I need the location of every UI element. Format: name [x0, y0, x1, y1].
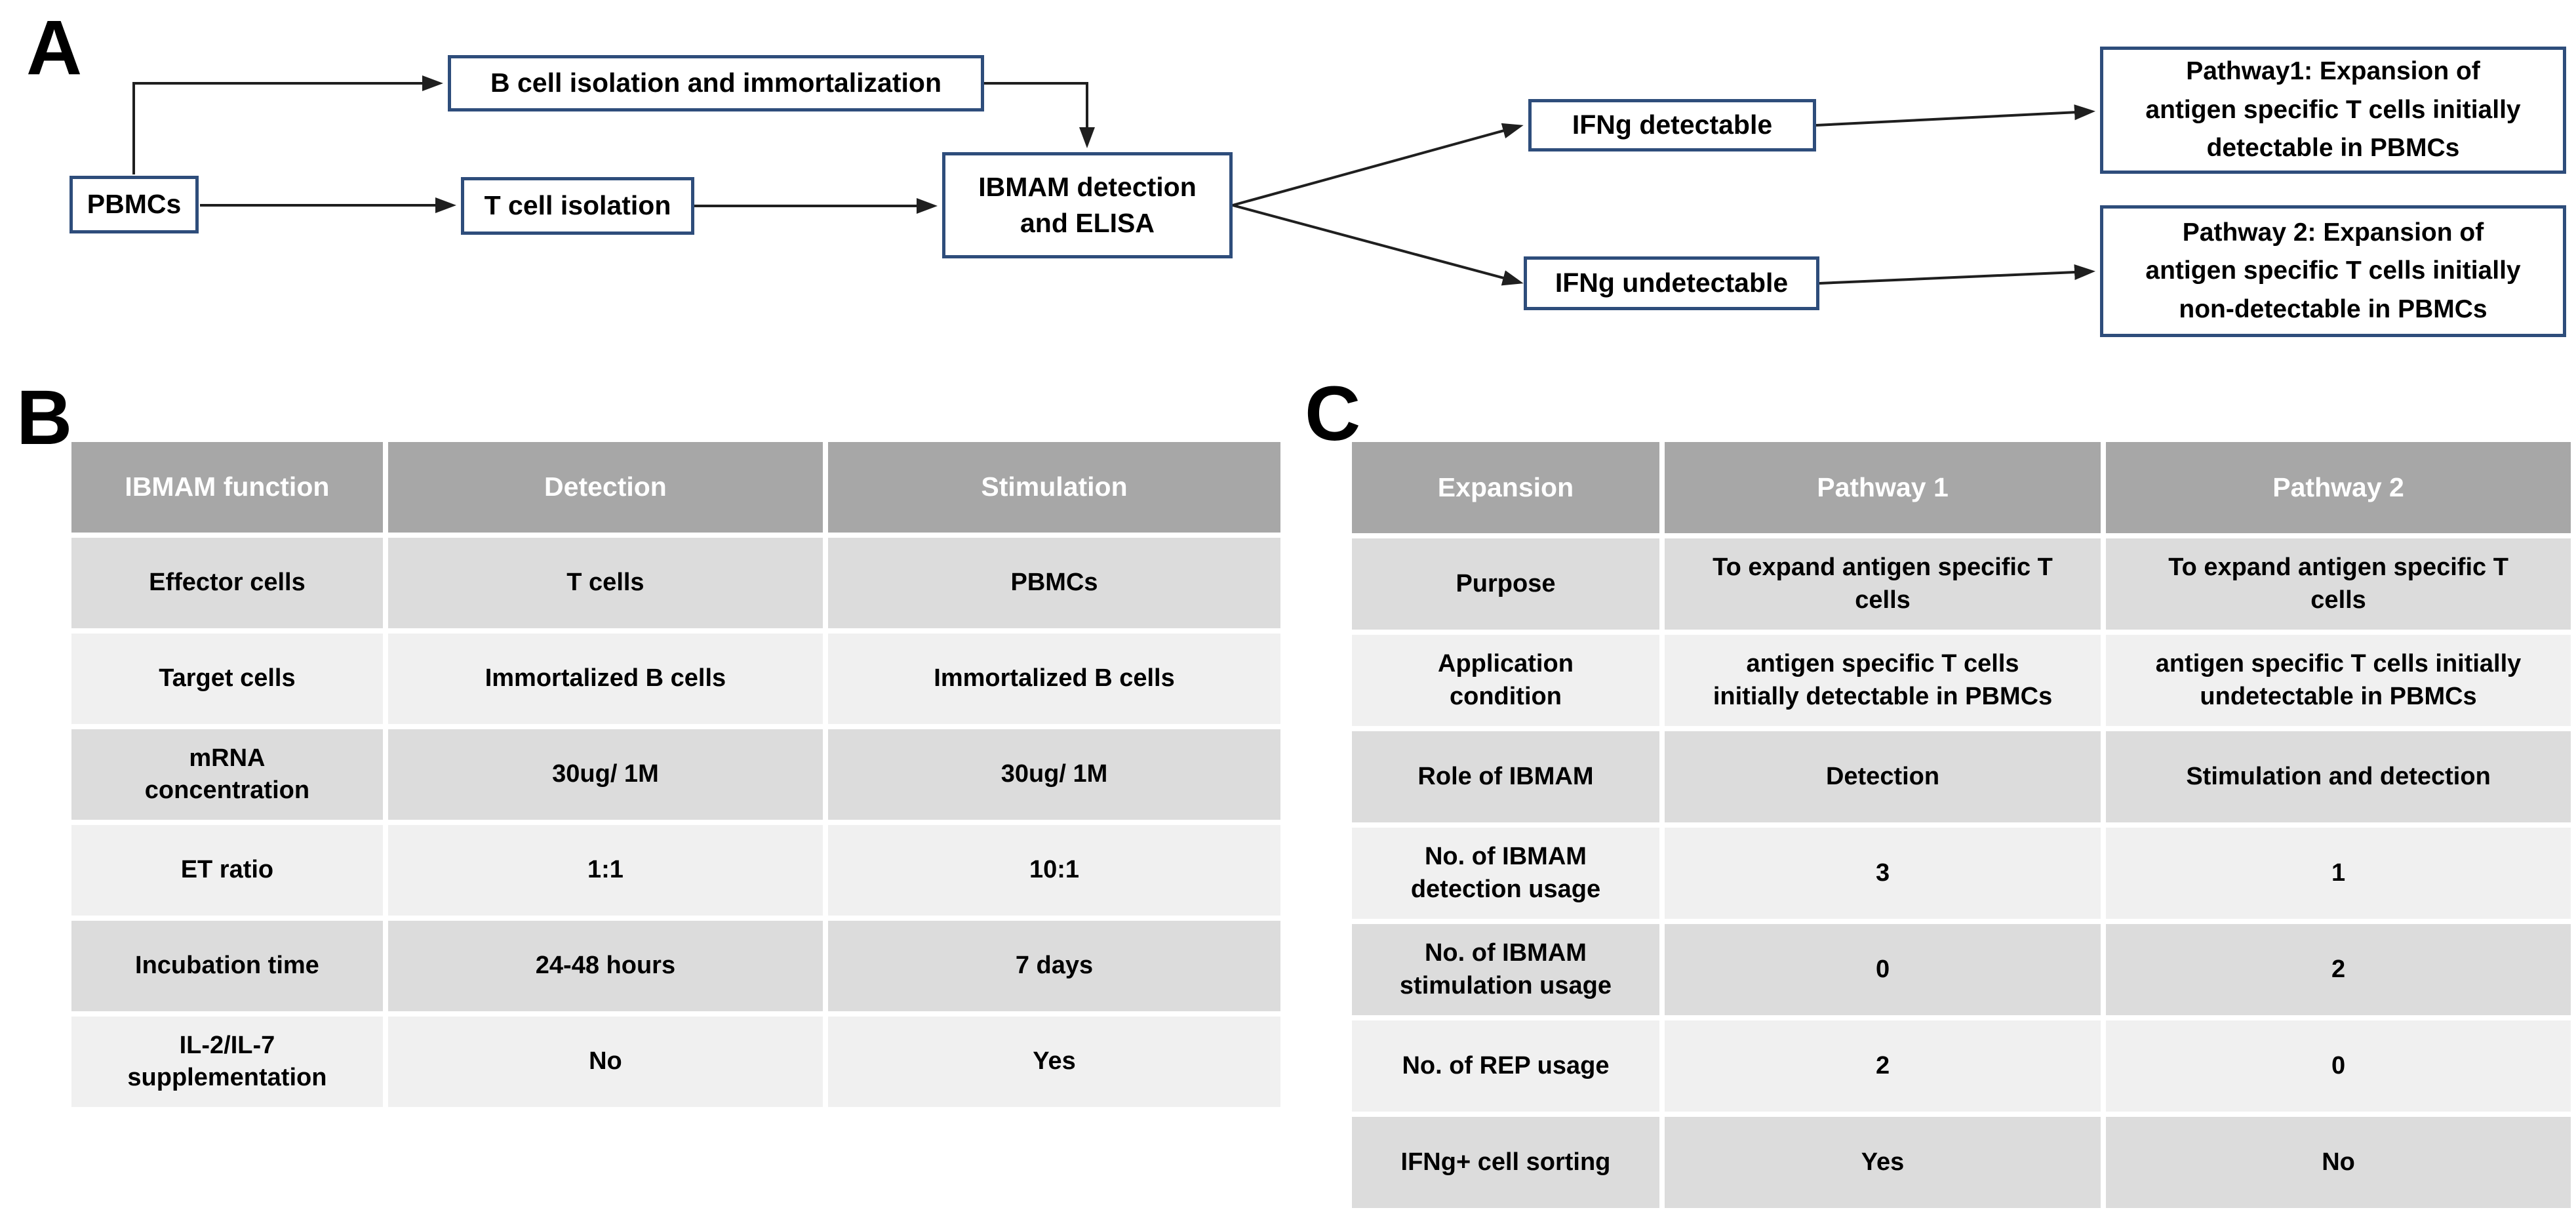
column-header: IBMAM function: [71, 442, 383, 533]
column-header: Expansion: [1352, 442, 1659, 533]
node-pathway1: Pathway1: Expansion of antigen specific …: [2100, 47, 2566, 174]
row-header-cell: IFNg+ cell sorting: [1352, 1117, 1659, 1208]
table-cell: T cells: [387, 538, 823, 628]
row-header-cell: IL-2/IL-7 supplementation: [71, 1017, 383, 1107]
flow-arrows: [132, 75, 2095, 286]
table-cell: 24-48 hours: [387, 921, 823, 1011]
row-header-cell: Role of IBMAM: [1352, 731, 1659, 822]
arrow-ifng-undetectable-to-pathway2: [1819, 264, 2095, 285]
row-header-cell: No. of REP usage: [1352, 1020, 1659, 1112]
row-header-cell: Effector cells: [71, 538, 383, 628]
column-header: Pathway 1: [1664, 442, 2101, 533]
panel-c-label: C: [1305, 371, 1361, 457]
row-header-cell: No. of IBMAM stimulation usage: [1352, 924, 1659, 1015]
table-cell: Detection: [1664, 731, 2101, 822]
table-cell: Immortalized B cells: [828, 634, 1280, 724]
node-t-cell-isolation: T cell isolation: [461, 177, 694, 235]
table-cell: 2: [2106, 924, 2571, 1015]
table-cell: No: [2106, 1117, 2571, 1208]
table-cell: Stimulation and detection: [2106, 731, 2571, 822]
table-cell: 30ug/ 1M: [828, 729, 1280, 820]
table-cell: 30ug/ 1M: [387, 729, 823, 820]
row-header-cell: Purpose: [1352, 538, 1659, 630]
node-ifng-detectable: IFNg detectable: [1528, 99, 1816, 151]
node-pbmcs: PBMCs: [69, 176, 199, 233]
row-header-cell: ET ratio: [71, 825, 383, 916]
table-cell: 1: [2106, 828, 2571, 919]
table-cell: antigen specific T cells initially detec…: [1664, 635, 2101, 726]
table-cell: PBMCs: [828, 538, 1280, 628]
row-header-cell: mRNA concentration: [71, 729, 383, 820]
arrow-ibmam-to-ifng-undetectable: [1232, 204, 1524, 286]
table-cell: antigen specific T cells initially undet…: [2106, 635, 2571, 726]
table-cell: 1:1: [387, 825, 823, 916]
table-cell: 0: [2106, 1020, 2571, 1112]
arrow-bcell-to-ibmam: [984, 82, 1095, 148]
table-cell: 10:1: [828, 825, 1280, 916]
panel-a-label: A: [26, 5, 83, 91]
row-header-cell: No. of IBMAM detection usage: [1352, 828, 1659, 919]
table-cell: No: [387, 1017, 823, 1107]
node-b-cell-isolation: B cell isolation and immortalization: [448, 55, 984, 111]
node-ibmam-detection-elisa: IBMAM detection and ELISA: [942, 152, 1233, 258]
row-header-cell: Target cells: [71, 634, 383, 724]
panel-b-label: B: [16, 374, 73, 461]
table-cell: 7 days: [828, 921, 1280, 1011]
table-cell: To expand antigen specific T cells: [2106, 538, 2571, 630]
table-expansion: Expansion Pathway 1 Pathway 2 Purpose To…: [1352, 442, 2571, 1208]
column-header: Pathway 2: [2106, 442, 2571, 533]
arrow-ibmam-to-ifng-detectable: [1232, 123, 1524, 207]
table-cell: 2: [1664, 1020, 2101, 1112]
column-header: Stimulation: [828, 442, 1280, 533]
table-ibmam-function: IBMAM function Detection Stimulation Eff…: [71, 442, 1280, 1107]
table-cell: 3: [1664, 828, 2101, 919]
table-cell: 0: [1664, 924, 2101, 1015]
node-pathway2: Pathway 2: Expansion of antigen specific…: [2100, 205, 2566, 337]
table-cell: Immortalized B cells: [387, 634, 823, 724]
table-cell: To expand antigen specific T cells: [1664, 538, 2101, 630]
node-ifng-undetectable: IFNg undetectable: [1524, 256, 1819, 310]
row-header-cell: Incubation time: [71, 921, 383, 1011]
table-cell: Yes: [1664, 1117, 2101, 1208]
arrow-ifng-detectable-to-pathway1: [1815, 104, 2095, 127]
arrow-pbmcs-to-bcell: [132, 75, 443, 174]
table-cell: Yes: [828, 1017, 1280, 1107]
row-header-cell: Application condition: [1352, 635, 1659, 726]
column-header: Detection: [387, 442, 823, 533]
